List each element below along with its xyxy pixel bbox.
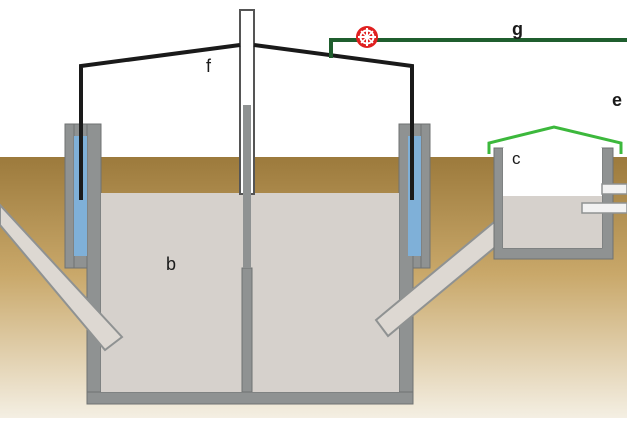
label-e: e xyxy=(612,90,622,110)
label-b: b xyxy=(166,254,176,274)
label-f: f xyxy=(206,56,212,76)
right-gas-pipe xyxy=(253,43,414,200)
left-gas-pipe xyxy=(79,43,241,200)
right-seal-outer-wall xyxy=(420,123,431,269)
label-c: c xyxy=(512,149,521,168)
gas-delivery-line xyxy=(329,38,627,58)
left-inner-wall xyxy=(86,123,102,393)
overflow-pipe-upper xyxy=(601,183,627,195)
label-g: g xyxy=(512,19,523,39)
valve-icon xyxy=(356,26,378,48)
gas-collection-pipes xyxy=(79,43,414,200)
digester-tank xyxy=(64,9,431,405)
center-gas-tube-core xyxy=(243,105,251,268)
overflow-pipe-lower xyxy=(581,202,627,214)
left-seal-outer-wall xyxy=(64,123,75,269)
outlet-chamber-cover xyxy=(487,125,623,154)
inlet-pipe xyxy=(0,203,124,352)
center-partition xyxy=(241,267,253,393)
outlet-chamber xyxy=(487,125,627,260)
right-water-seal xyxy=(408,136,421,256)
gas-line-pipe xyxy=(329,38,627,58)
